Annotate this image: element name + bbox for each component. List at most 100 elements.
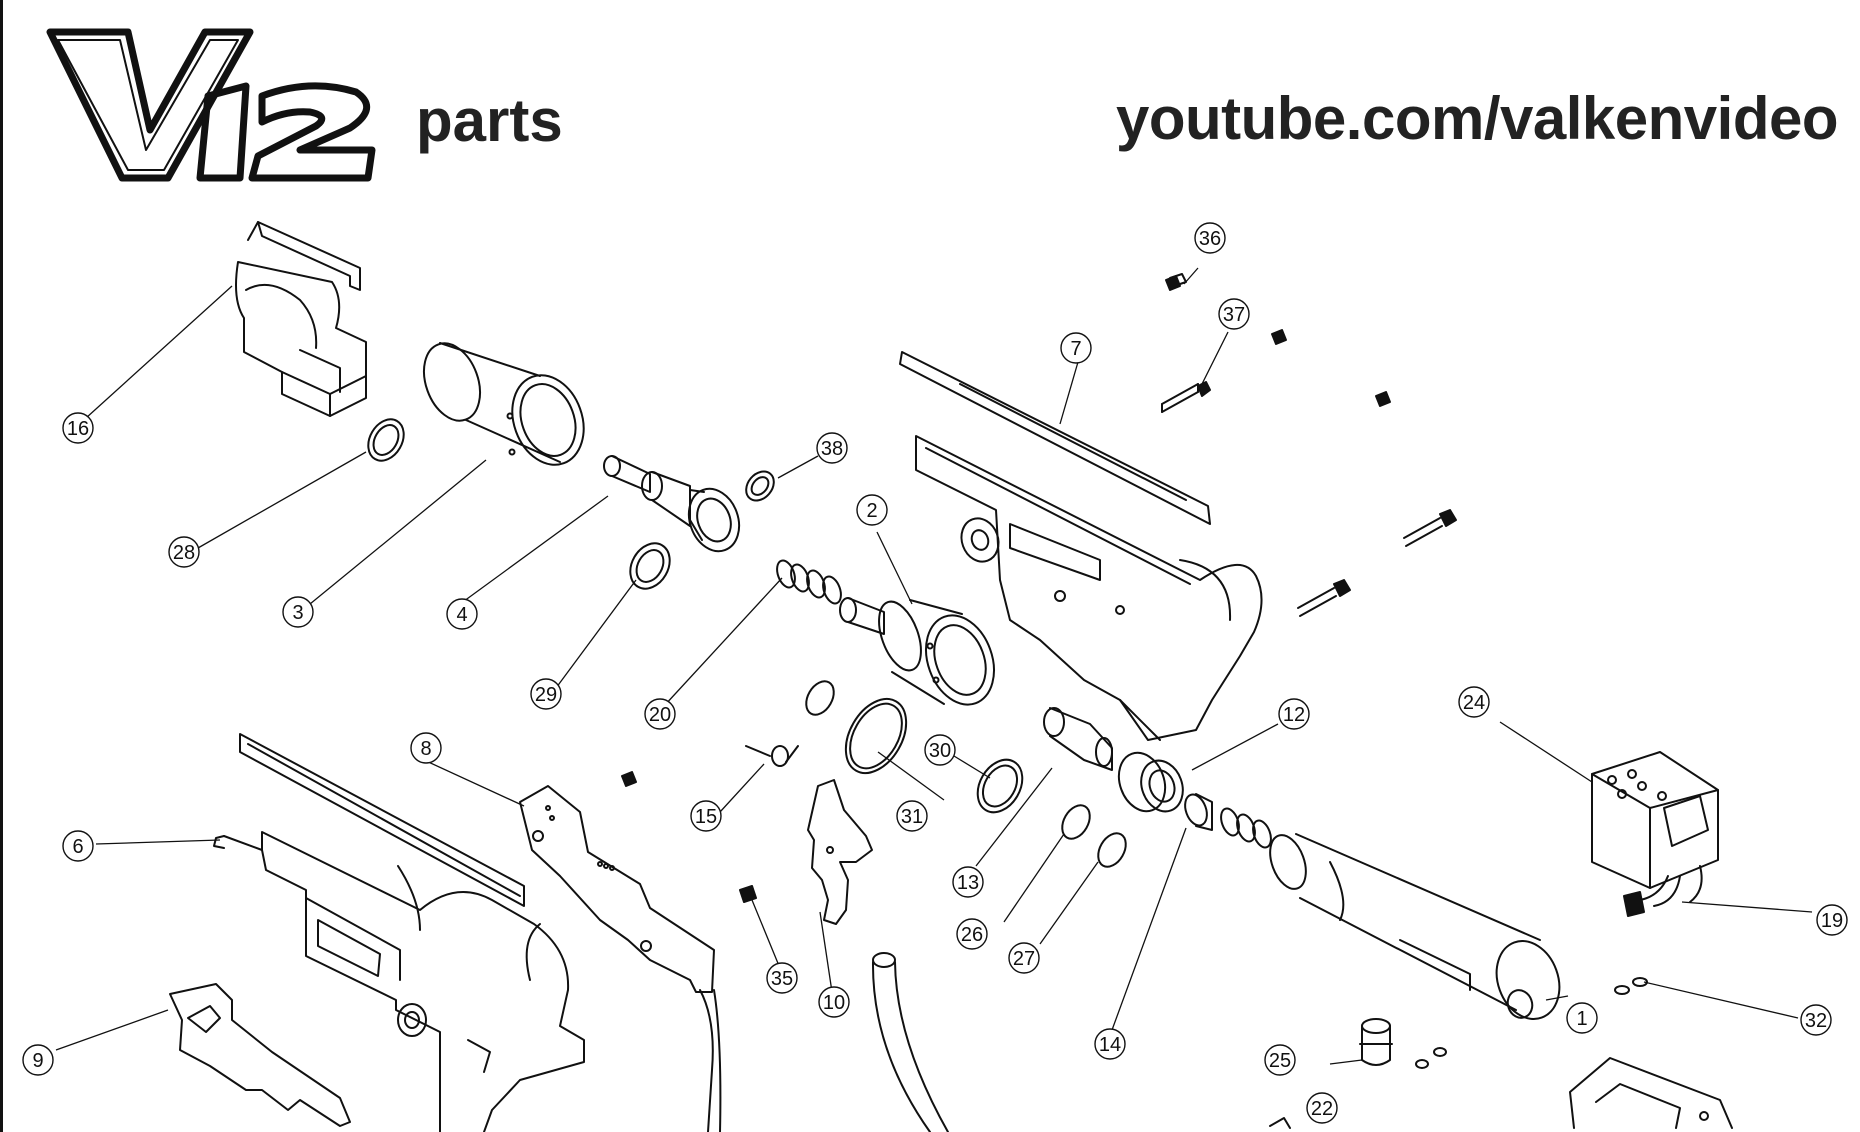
- callout-25: 25: [1264, 1044, 1296, 1076]
- callout-24: 24: [1458, 686, 1490, 718]
- part-35-screw: [739, 885, 757, 903]
- svg-text:13: 13: [957, 872, 979, 894]
- callout-6: 6: [62, 830, 94, 862]
- screw-long-1: [1403, 509, 1457, 547]
- callout-16: 16: [62, 412, 94, 444]
- svg-text:1: 1: [1576, 1008, 1587, 1030]
- callout-14: 14: [1094, 1028, 1126, 1060]
- svg-text:9: 9: [32, 1050, 43, 1072]
- part-16-housing: [235, 221, 367, 417]
- part-12-seal: [1117, 751, 1184, 813]
- svg-text:32: 32: [1805, 1010, 1827, 1032]
- callout-29: 29: [530, 678, 562, 710]
- svg-text:14: 14: [1099, 1034, 1121, 1056]
- callout-31: 31: [896, 800, 928, 832]
- callout-38: 38: [816, 432, 848, 464]
- brand-logo: [46, 28, 376, 182]
- callout-30: 30: [924, 734, 956, 766]
- part-hose: [871, 952, 949, 1132]
- part-22-fragment: [1269, 1117, 1291, 1129]
- part-19-harness: [1623, 865, 1703, 917]
- svg-text:10: 10: [823, 992, 845, 1014]
- part-8-plate: [519, 785, 722, 1132]
- callout-1: 1: [1566, 1002, 1598, 1034]
- part-37-screw: [1161, 381, 1211, 413]
- part-29-oring: [629, 542, 671, 590]
- callout-7: 7: [1060, 332, 1092, 364]
- svg-text:15: 15: [695, 806, 717, 828]
- callout-27: 27: [1008, 942, 1040, 974]
- part-31-oring: [844, 698, 908, 774]
- part-27-oring: [1097, 832, 1127, 868]
- part-25-fitting: [1359, 1018, 1447, 1069]
- callout-35: 35: [766, 962, 798, 994]
- part-28-oring: [367, 418, 405, 462]
- callout-9: 9: [22, 1044, 54, 1076]
- part-10-trigger: [807, 779, 873, 925]
- svg-text:37: 37: [1223, 304, 1245, 326]
- svg-text:6: 6: [72, 836, 83, 858]
- svg-text:29: 29: [535, 684, 557, 706]
- part-block-base: [1569, 1057, 1733, 1129]
- callout-37: 37: [1218, 298, 1250, 330]
- svg-text:3: 3: [292, 602, 303, 624]
- callout-19: 19: [1816, 904, 1848, 936]
- callout-26: 26: [956, 918, 988, 950]
- svg-text:28: 28: [173, 542, 195, 564]
- svg-text:19: 19: [1821, 910, 1843, 932]
- part-15-spring: [745, 745, 799, 767]
- svg-text:26: 26: [961, 924, 983, 946]
- screw-a: [1271, 329, 1287, 345]
- part-7-gearbox-shell: [899, 351, 1263, 741]
- callout-28: 28: [168, 536, 200, 568]
- svg-text:20: 20: [649, 704, 671, 726]
- svg-text:30: 30: [929, 740, 951, 762]
- part-4-nozzle: [603, 455, 741, 553]
- callout-2: 2: [856, 494, 888, 526]
- part-oring-small: [805, 680, 835, 716]
- page-border: [0, 0, 3, 1132]
- part-26-oring: [1061, 804, 1091, 840]
- screw-long-2: [1297, 579, 1351, 617]
- callout-13: 13: [952, 866, 984, 898]
- svg-text:24: 24: [1463, 692, 1485, 714]
- part-24-solenoid: [1591, 751, 1719, 889]
- part-3-sleeve: [422, 342, 585, 466]
- svg-text:16: 16: [67, 418, 89, 440]
- svg-text:36: 36: [1199, 228, 1221, 250]
- svg-text:31: 31: [901, 806, 923, 828]
- channel-url: youtube.com/valkenvideo: [1115, 85, 1839, 152]
- svg-text:4: 4: [456, 604, 467, 626]
- part-1-cylinder: [1269, 833, 1561, 1020]
- screw-c: [621, 771, 637, 787]
- header-subtitle: parts: [416, 87, 563, 154]
- callout-4: 4: [446, 598, 478, 630]
- svg-text:38: 38: [821, 438, 843, 460]
- part-30-oring: [976, 758, 1024, 814]
- callout-3: 3: [282, 596, 314, 628]
- callout-15: 15: [690, 800, 722, 832]
- svg-text:2: 2: [866, 500, 877, 522]
- part-13-poppet: [1043, 707, 1113, 771]
- part-36-screw: [1165, 273, 1187, 291]
- callout-32: 32: [1800, 1004, 1832, 1036]
- part-6-receiver: [213, 733, 585, 1132]
- part-14-valve-stem: [1184, 793, 1272, 849]
- callout-12: 12: [1278, 698, 1310, 730]
- screw-b: [1375, 391, 1391, 407]
- part-2-valve-body: [839, 597, 995, 706]
- part-32-washer-b: [1632, 977, 1648, 987]
- callout-10: 10: [818, 986, 850, 1018]
- svg-text:27: 27: [1013, 948, 1035, 970]
- svg-text:22: 22: [1311, 1098, 1333, 1120]
- callout-8: 8: [410, 732, 442, 764]
- leader-lines: [55, 267, 1813, 1065]
- callout-36: 36: [1194, 222, 1226, 254]
- svg-text:35: 35: [771, 968, 793, 990]
- svg-text:8: 8: [420, 738, 431, 760]
- svg-text:7: 7: [1070, 338, 1081, 360]
- callout-22: 22: [1306, 1092, 1338, 1124]
